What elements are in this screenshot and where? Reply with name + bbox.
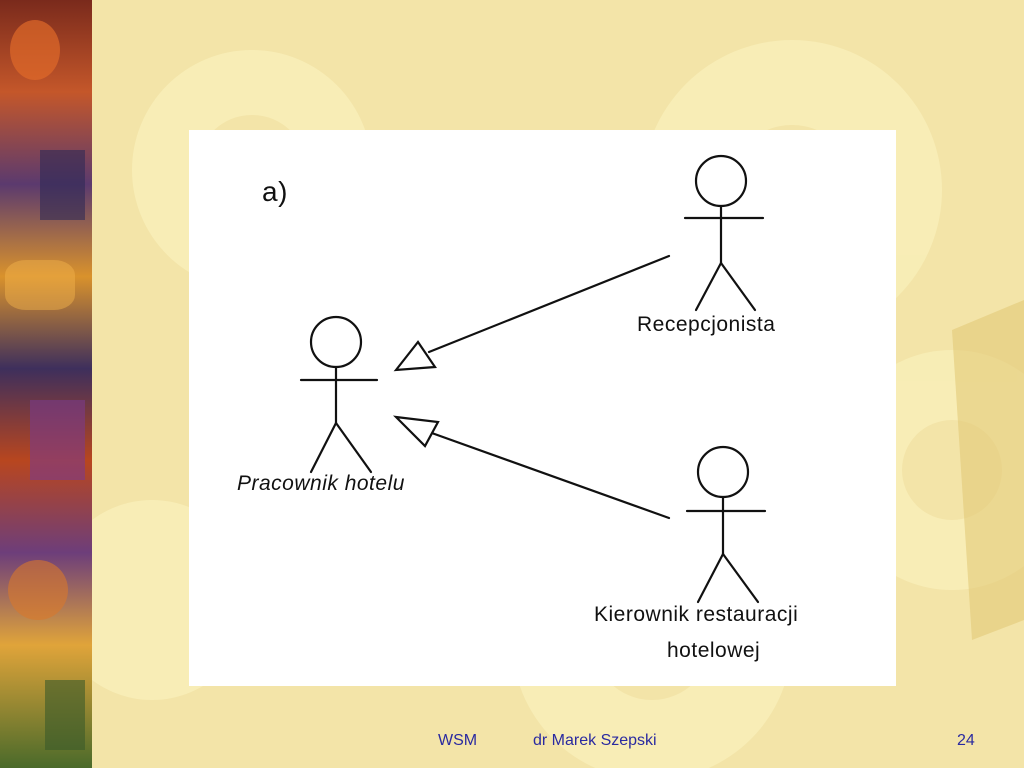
generalization-line-recepcjonista: [427, 254, 671, 354]
actor-label-kierownik-line2: hotelowej: [667, 639, 761, 662]
actor-pracownik-head: [309, 315, 363, 369]
actor-recepcjonista-left-leg: [694, 261, 723, 312]
decorative-left-strip: [0, 0, 92, 768]
actor-pracownik-left-leg: [309, 421, 338, 474]
generalization-line-kierownik: [427, 430, 671, 520]
generalization-arrowhead-kierownik: [392, 415, 440, 448]
actor-kierownik-left-leg: [696, 552, 725, 604]
generalization-arrowhead-recepcjonista: [393, 340, 437, 372]
actor-generalization-diagram: [299, 154, 767, 604]
diagram-panel-label: a): [262, 176, 288, 207]
actor-kierownik-head: [696, 445, 750, 499]
actor-label-kierownik-line1: Kierownik restauracji: [594, 603, 799, 626]
actor-pracownik-right-leg: [334, 421, 373, 474]
slide-footer: WSM dr Marek Szepski 24: [0, 732, 1024, 756]
actor-recepcjonista-figure: [683, 154, 765, 312]
actor-recepcjonista-right-leg: [719, 261, 757, 312]
footer-page-number: 24: [957, 732, 975, 749]
actor-recepcjonista-head: [694, 154, 748, 208]
actor-label-pracownik-hotelu: Pracownik hotelu: [237, 472, 405, 495]
footer-author: dr Marek Szepski: [533, 732, 657, 749]
footer-institution: WSM: [438, 732, 478, 749]
actor-kierownik-right-leg: [721, 552, 760, 604]
use-case-diagram-panel: a) Pracownik hotelu Recepcjonista Kierow…: [189, 130, 896, 686]
actor-pracownik-hotelu-figure: [299, 315, 379, 474]
actor-kierownik-figure: [685, 445, 767, 604]
actor-label-recepcjonista: Recepcjonista: [637, 313, 776, 336]
